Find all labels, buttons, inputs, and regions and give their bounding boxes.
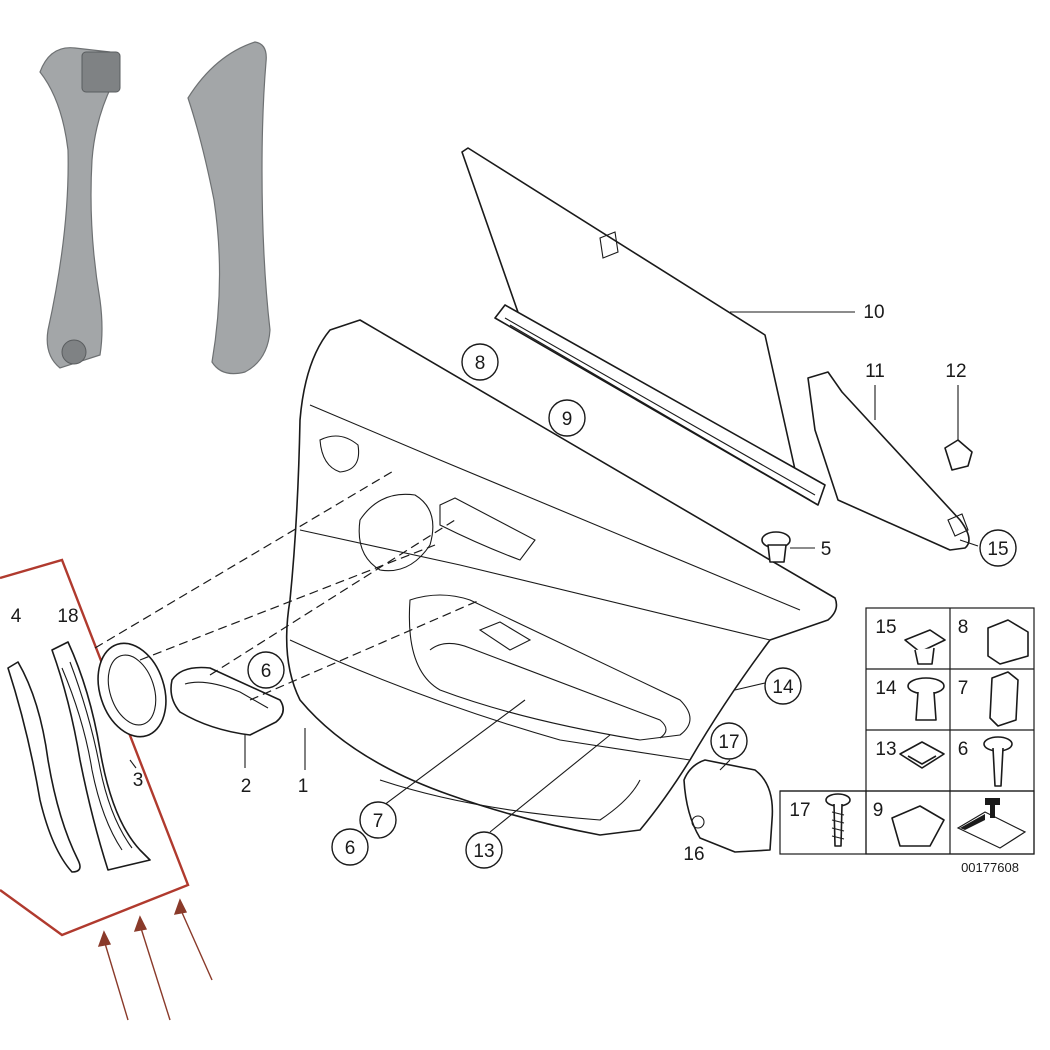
bracket-16	[683, 759, 774, 853]
sun-blind-clip	[599, 231, 619, 259]
highlight-frame	[0, 558, 190, 937]
door-panel-speaker-opening	[358, 493, 434, 572]
callout-7: 7	[373, 811, 384, 832]
callout-3: 3	[133, 770, 144, 791]
callout-13: 13	[473, 841, 494, 862]
callout-8: 8	[475, 353, 486, 374]
callout-17: 17	[718, 732, 739, 753]
assembly-lines	[94, 469, 481, 701]
inner-handle-insert-2	[170, 666, 284, 736]
callout-circle-17	[710, 722, 748, 760]
speaker-ring-3	[97, 642, 167, 738]
callout-5: 5	[821, 539, 832, 560]
legend-screw-17	[825, 793, 851, 847]
callout-circle-6b	[331, 828, 369, 866]
direction-arrows	[97, 898, 213, 1021]
callout-9: 9	[562, 409, 573, 430]
callout-circle-8	[461, 343, 499, 381]
sun-blind-roller-hatch	[504, 317, 816, 501]
callout-circle-6a	[247, 651, 285, 689]
callout-2: 2	[241, 776, 252, 797]
callout-circle-13	[465, 831, 503, 869]
callout-circle-14	[764, 667, 802, 705]
legend-label-8: 8	[958, 617, 969, 638]
sun-blind-sheet	[461, 147, 801, 493]
callout-circle-9	[548, 399, 586, 437]
callout-15: 15	[987, 539, 1008, 560]
legend-label-17: 17	[789, 800, 810, 821]
callout-4: 4	[11, 606, 22, 627]
sun-blind-assembly	[461, 147, 826, 506]
handle-cover-4	[7, 661, 81, 873]
handle-photo-left-clip	[81, 51, 121, 93]
callout-14: 14	[772, 677, 794, 698]
legend-label-7: 7	[958, 678, 969, 699]
door-panel-lower-ridge	[289, 639, 691, 761]
diagram-reference-code: 00177608	[961, 860, 1019, 875]
pull-handle-highlight	[0, 558, 190, 937]
door-panel-handle-recess	[408, 594, 691, 741]
legend-direction-symbol	[956, 798, 1027, 849]
door-panel-pull-grip	[429, 642, 667, 739]
callout-6b: 6	[345, 838, 356, 859]
legend-expanding-rivet-7	[989, 671, 1019, 727]
door-panel-lower-pocket	[379, 779, 641, 821]
legend-push-rivet-14	[907, 677, 945, 721]
callout-6a: 6	[261, 661, 272, 682]
handle-carrier-ribs	[61, 661, 133, 851]
handle-carrier-18	[51, 641, 151, 871]
callout-18: 18	[57, 606, 78, 627]
callout-10: 10	[863, 302, 884, 323]
door-panel-speaker-recess	[319, 435, 360, 473]
replacement-handles-photo	[39, 41, 271, 375]
door-trim-panel	[285, 319, 838, 836]
door-panel-switch-bezel	[478, 621, 532, 651]
door-panel-outline	[285, 319, 838, 836]
callout-12: 12	[945, 361, 966, 382]
handle-photo-right	[187, 41, 271, 375]
handle-photo-left-mount	[61, 339, 87, 365]
callout-1: 1	[298, 776, 309, 797]
legend-label-15: 15	[875, 617, 896, 638]
push-clip-5	[761, 531, 791, 563]
legend-clip-9	[891, 805, 945, 847]
clip-12	[944, 439, 973, 471]
door-panel-window-switch	[439, 497, 536, 561]
callout-circle-7	[359, 801, 397, 839]
legend-label-14: 14	[875, 678, 897, 699]
legend-clip-15	[904, 629, 946, 665]
legend-screw-6	[983, 736, 1013, 787]
legend-label-13: 13	[875, 739, 896, 760]
legend-label-9: 9	[873, 800, 884, 821]
legend-label-6: 6	[958, 739, 969, 760]
leader-lines	[129, 311, 979, 833]
handle-photo-left	[39, 47, 116, 369]
legend-clip-13	[899, 741, 945, 769]
callout-11: 11	[865, 361, 885, 382]
door-panel-upper-ridge	[309, 404, 801, 611]
sun-blind-roller	[494, 304, 826, 506]
cover-strip-clip	[947, 513, 969, 537]
fastener-legend: 15 8 14 7 13 6 17 9	[779, 607, 1035, 875]
callout-circle-15	[979, 529, 1017, 567]
legend-clip-8	[987, 619, 1029, 665]
cover-strip	[807, 371, 970, 551]
callout-16: 16	[683, 844, 704, 865]
door-panel-belt-line	[299, 529, 771, 641]
